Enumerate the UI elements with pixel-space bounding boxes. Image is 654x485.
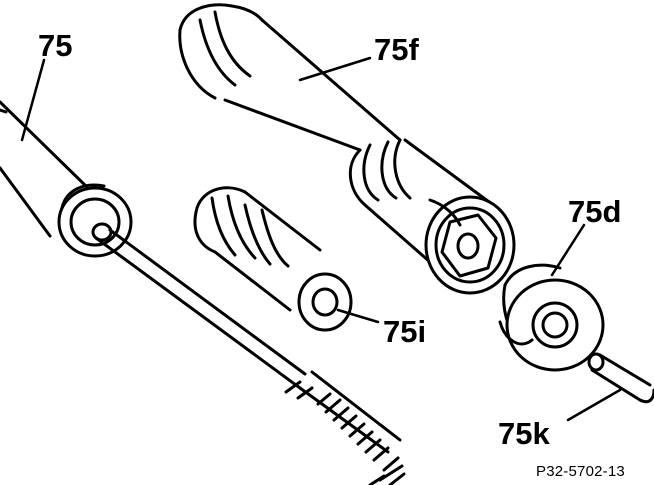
part-75f-long-sleeve [178,3,516,295]
label-75i: 75i [383,314,427,349]
part-75d-nut [498,263,605,372]
leader-75d [550,223,586,277]
part-75k-pin [587,352,654,404]
leader-75k [566,388,622,422]
leader-75f [298,56,372,82]
leader-lines [20,56,622,422]
label-75: 75 [38,28,73,63]
part-75-rod [0,100,406,485]
label-75d: 75d [568,194,622,229]
figure-code: P32-5702-13 [536,463,625,480]
part-75i-small-sleeve [193,186,353,332]
label-75f: 75f [374,32,419,67]
leader-75i [336,308,380,324]
leader-75 [20,58,46,142]
label-75k: 75k [498,416,550,451]
